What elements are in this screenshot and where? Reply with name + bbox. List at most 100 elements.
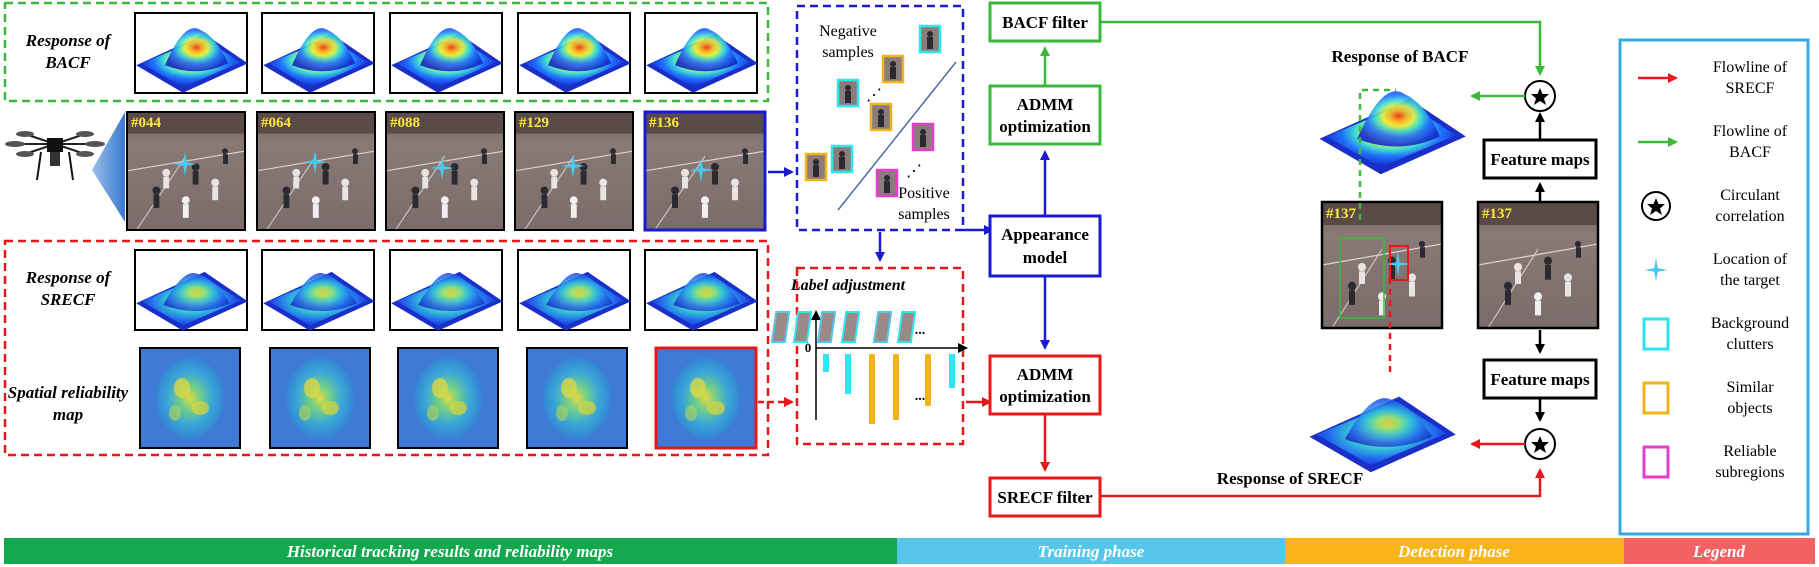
history-frame: #044 [126,111,246,231]
srecf-response-thumb [134,249,248,331]
history-frame: #129 [514,111,634,231]
srecf-response-thumb [261,249,375,331]
label-sample [770,311,829,372]
spatial-reliability-map [397,347,499,449]
srecf-response-thumb [389,249,503,331]
detection-frame-left: #137 [1320,200,1444,330]
admm-top-line2: optimization [999,117,1091,136]
negative-samples-line2: samples [822,44,874,61]
legend-item-line2: BACF [1729,144,1771,161]
srecf-response-thumb [517,249,631,331]
label-ellipsis-top: ... [915,323,926,338]
legend-item-line1: Similar [1726,379,1774,396]
feature-maps-bottom-box [1482,358,1598,400]
legend-item: Circulant correlation [1641,187,1785,225]
legend-item-line2: clutters [1726,336,1773,353]
detection-frame-right: #137 [1476,200,1600,330]
legend-item-line2: subregions [1715,464,1784,481]
bacf-response-surface [1319,91,1466,175]
separating-hyperplane [837,61,957,211]
history-frame: #088 [385,111,505,231]
srecf-response-group [3,239,770,457]
positive-samples-line2: samples [898,206,950,223]
legend-item-line2: SRECF [1726,80,1775,97]
label-ellipsis-bottom: ... [915,389,926,404]
srm-label-line1: Spatial reliability [8,383,129,402]
legend-item-line2: the target [1720,272,1780,289]
legend-item: Reliable subregions [1642,443,1785,481]
spatial-reliability-map [269,347,371,449]
bacf-filter-box [988,1,1102,43]
legend-item-line1: Reliable [1723,443,1776,460]
target-box [1389,245,1409,281]
srecf-filter-label: SRECF filter [997,488,1093,507]
feature-maps-bottom-label: Feature maps [1490,370,1590,389]
srecf-response-thumb [644,249,758,331]
admm-top-box [988,84,1102,146]
srm-label-line2: map [53,405,83,424]
srecf-response-label-line1: Response of [25,268,113,287]
positive-samples-line1: Positive [898,185,950,202]
bar-legend [1624,538,1815,564]
negative-ellipsis: ⋰ [866,87,882,104]
camera-beam [92,112,125,222]
admm-top-line1: ADMM [1017,95,1074,114]
label-sample [816,311,875,424]
legend-item: Location of the target [1644,251,1788,289]
sample-patches [804,24,942,198]
bacf-response-thumb [644,12,758,94]
srecf-filter-box [988,476,1102,518]
admm-bottom-box [988,354,1102,416]
negative-samples-line1: Negative [819,23,877,40]
legend-item: Flowline of SRECF [1638,59,1788,97]
legend-item-line1: Circulant [1720,187,1780,204]
history-frame-label: #088 [390,115,420,131]
bacf-response-group [3,1,770,103]
spatial-reliability-map [654,346,758,450]
label-zero: 0 [805,340,812,355]
bacf-response-label-line1: Response of [25,31,113,50]
history-frame-label: #129 [519,115,549,131]
legend-item: Background clutters [1642,315,1789,353]
search-region-box [1339,237,1385,319]
bar-detection [1285,538,1624,564]
legend-item-line1: Flowline of [1713,59,1788,76]
srecf-flow-arrow [1100,468,1545,498]
orange-box-icon [1642,381,1670,415]
admm-bottom-line1: ADMM [1017,365,1074,384]
bacf-response-thumb [389,12,503,94]
bacf-flow-arrow [1100,20,1545,76]
bar-legend-label: Legend [1692,542,1745,561]
magenta-box-icon [1642,445,1670,479]
legend-item-line1: Flowline of [1713,123,1788,140]
label-adjustment-box [795,266,965,446]
legend-item-line1: Background [1711,315,1789,332]
bar-historical-label: Historical tracking results and reliabil… [286,542,614,561]
legend-item-line2: objects [1727,400,1772,417]
bacf-response-thumb [261,12,375,94]
drone-icon [5,131,105,181]
label-sample [792,311,851,394]
bar-training-label: Training phase [1038,542,1145,561]
legend-item: Flowline of BACF [1638,123,1788,161]
srecf-response-label-line2: SRECF [41,290,96,309]
bar-detection-label: Detection phase [1397,542,1510,561]
cyan-star-icon [1644,258,1668,282]
feature-maps-top-label: Feature maps [1490,150,1590,169]
detection-frame-right-label: #137 [1482,206,1513,222]
bar-historical [4,538,897,564]
bacf-response-label-line2: BACF [44,53,91,72]
legend-item-line1: Location of [1713,251,1788,268]
legend-item-line2: correlation [1715,208,1784,225]
response-srecf-label: Response of SRECF [1217,469,1363,488]
positive-ellipsis: ⋰ [906,163,922,180]
appearance-line1: Appearance [1001,225,1089,244]
history-frame-label: #136 [649,115,680,131]
spatial-reliability-map [526,347,628,449]
detection-frame-left-label: #137 [1326,206,1357,222]
history-frame-label: #044 [131,115,162,131]
feature-maps-top-box [1482,138,1598,180]
bacf-filter-label: BACF filter [1002,13,1088,32]
legend-item: Similar objects [1642,379,1774,417]
srecf-response-surface [1309,396,1456,473]
